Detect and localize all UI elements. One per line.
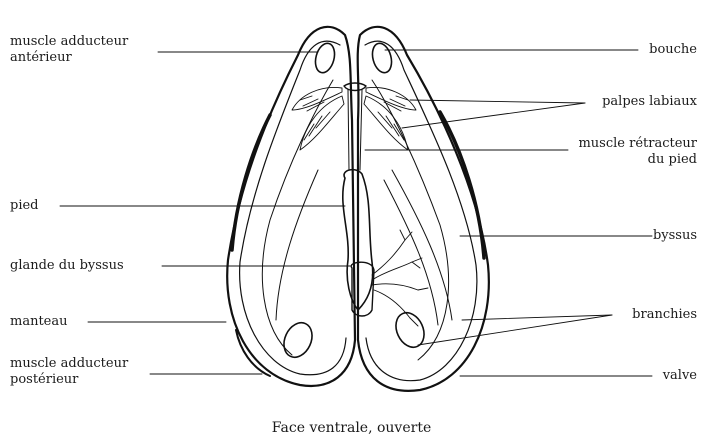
- right-gill-2: [384, 180, 438, 325]
- right-labial-palps: [364, 87, 416, 150]
- right-mantle-edge: [365, 41, 477, 380]
- label-branchies: branchies: [632, 307, 697, 323]
- label-byssus: byssus: [653, 228, 697, 244]
- label-line-2: postérieur: [10, 372, 128, 388]
- left-mantle-edge: [240, 41, 346, 375]
- left-valve-thick-edge: [232, 115, 270, 250]
- label-muscle-adducteur-anterieur: muscle adducteur antérieur: [10, 34, 128, 66]
- label-muscle-retracteur-du-pied: muscle rétracteur du pied: [578, 136, 697, 168]
- left-labial-palps: [292, 87, 344, 150]
- label-line-1: muscle rétracteur: [578, 136, 697, 152]
- label-line-2: du pied: [578, 152, 697, 168]
- label-manteau: manteau: [10, 314, 68, 330]
- left-posterior-adductor: [279, 318, 318, 362]
- label-bouche: bouche: [649, 42, 697, 58]
- label-pied: pied: [10, 198, 39, 214]
- byssus-threads: [372, 230, 428, 326]
- leader-lines-left: [60, 52, 350, 374]
- label-valve: valve: [663, 368, 697, 384]
- label-line-1: muscle adducteur: [10, 356, 128, 372]
- diagram-caption: Face ventrale, ouverte: [0, 420, 703, 436]
- mouth: [344, 83, 366, 91]
- label-line-1: muscle adducteur: [10, 34, 128, 50]
- label-glande-du-byssus: glande du byssus: [10, 258, 124, 274]
- right-posterior-adductor: [391, 308, 430, 352]
- label-line-2: antérieur: [10, 50, 128, 66]
- label-muscle-adducteur-posterieur: muscle adducteur postérieur: [10, 356, 128, 388]
- left-anterior-adductor: [312, 41, 337, 75]
- label-palpes-labiaux: palpes labiaux: [602, 94, 697, 110]
- left-gill: [276, 170, 318, 320]
